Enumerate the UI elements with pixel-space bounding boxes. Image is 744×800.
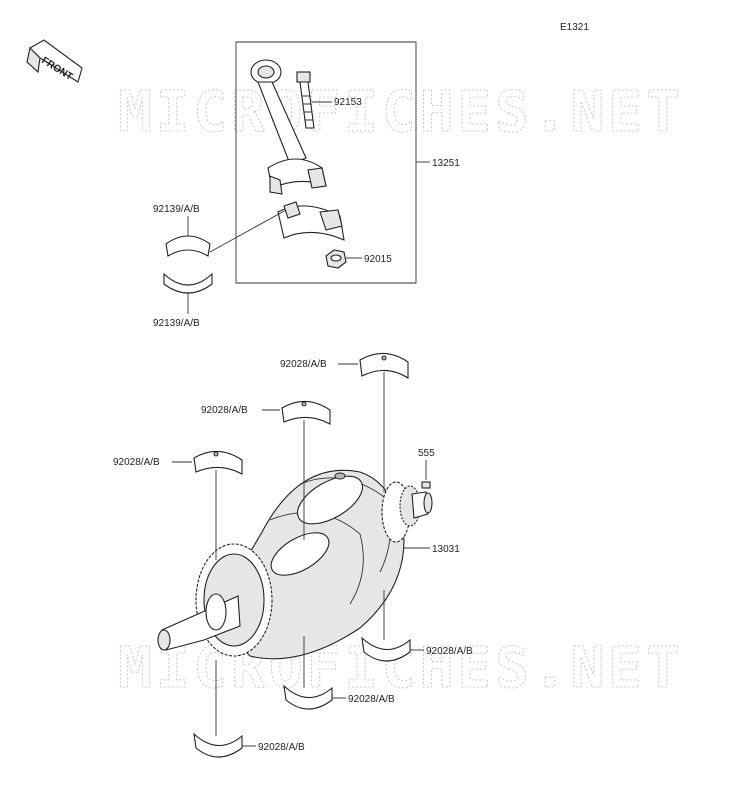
conrod-assembly-box: [235, 41, 430, 284]
part-label-555[interactable]: 555: [418, 448, 435, 459]
part-label-92153[interactable]: 92153: [334, 97, 362, 108]
part-label-92139-bottom[interactable]: 92139/A/B: [153, 318, 200, 329]
bolt-icon: [296, 71, 315, 129]
main-bearing-4-icon: [361, 636, 411, 662]
part-label-92139-top[interactable]: 92139/A/B: [153, 204, 200, 215]
main-bearing-3-icon: [193, 450, 243, 475]
rod-cap-icon: [277, 201, 345, 241]
part-label-13031[interactable]: 13031: [432, 544, 460, 555]
rod-bearing-lower-icon: [163, 272, 213, 294]
main-bearing-6-icon: [193, 732, 243, 758]
main-bearing-5-icon: [283, 684, 333, 710]
main-bearing-2-icon: [281, 400, 331, 425]
part-label-13251[interactable]: 13251: [432, 158, 460, 169]
diagram-code: E1321: [560, 22, 589, 33]
main-bearing-1-icon: [359, 352, 409, 380]
front-arrow-icon: FRONT: [26, 39, 83, 83]
connecting-rod-icon: [250, 59, 327, 195]
part-label-92028-6[interactable]: 92028/A/B: [258, 742, 305, 753]
watermark-top: MICROFICHES.NET: [118, 80, 684, 145]
part-label-92028-2[interactable]: 92028/A/B: [201, 405, 248, 416]
part-label-92028-1[interactable]: 92028/A/B: [280, 359, 327, 370]
part-label-92028-4[interactable]: 92028/A/B: [426, 646, 473, 657]
part-label-92028-5[interactable]: 92028/A/B: [348, 694, 395, 705]
crankshaft-icon: [157, 469, 433, 660]
pin-icon: [421, 481, 431, 489]
nut-icon: [325, 249, 347, 269]
part-label-92028-3[interactable]: 92028/A/B: [113, 457, 160, 468]
rod-bearing-upper-icon: [165, 235, 211, 257]
part-label-92015[interactable]: 92015: [364, 254, 392, 265]
